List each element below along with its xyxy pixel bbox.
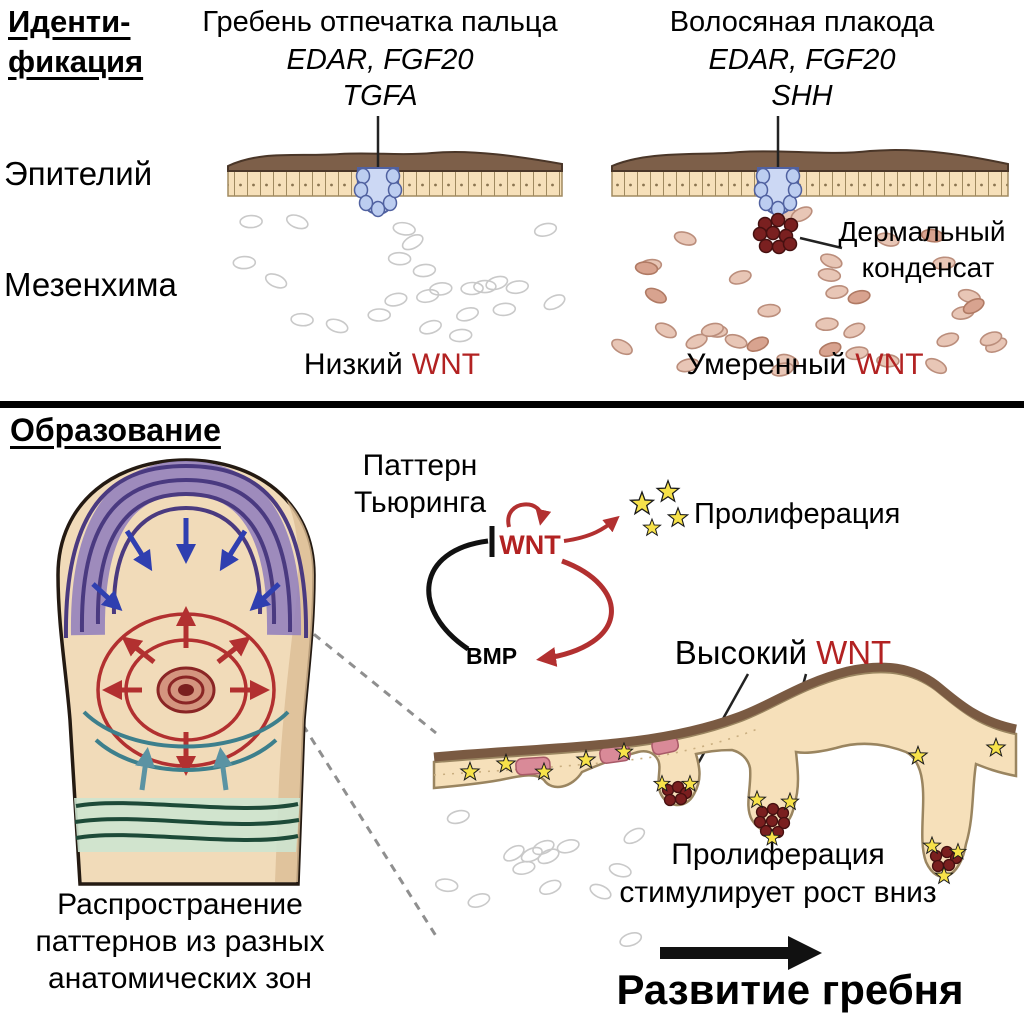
fingerprint-ridge-tissue (227, 116, 566, 343)
moderate-wnt-level-text: Умеренный (686, 348, 847, 381)
bmp-to-wnt-inhibition-arc (426, 538, 489, 652)
wnt-to-proliferation-arrow (563, 515, 620, 543)
high-wnt-level-text: Высокий (674, 634, 808, 671)
epithelium-cross-section (432, 670, 1018, 878)
mesenchyme-cells-right (611, 205, 1008, 377)
hair-placode-tissue (611, 116, 1009, 377)
turing-pattern-title-line2: Тьюринга (353, 486, 487, 519)
dermal-condensate (752, 212, 799, 255)
fingertip-illustration (56, 458, 316, 886)
proliferation-caption-line1: Пролиферация (671, 838, 885, 871)
section-title-identification-line1: Иденти- (8, 4, 131, 39)
formation-panel-drawing (56, 458, 1018, 970)
bmp-node: BMP (466, 643, 518, 669)
hair-placode-genes-line1: EDAR, FGF20 (708, 44, 896, 76)
finger-caption-line3: анатомических зон (48, 962, 312, 995)
side-teal-arcs (82, 710, 290, 772)
finger-caption-line2: паттернов из разных (35, 925, 325, 958)
identification-panel-drawing (227, 116, 1009, 377)
turing-pattern-title-line1: Паттерн (362, 449, 478, 482)
mesenchyme-label: Мезенхима (4, 266, 177, 303)
crease-lines (74, 801, 300, 842)
wnt-gene-text: WNT (855, 348, 924, 381)
section-title-formation: Образование (10, 412, 221, 448)
development-direction-arrow (660, 936, 822, 970)
dermal-condensate-label-line2: конденсат (861, 252, 995, 283)
apex-ridge-lines (63, 463, 309, 639)
periderm-layer-cross-section (433, 662, 1017, 762)
mesenchyme-cells-right-dark (634, 228, 985, 358)
placode-cells-left (353, 167, 403, 218)
whorl-outward-arrows (102, 606, 270, 776)
fingerprint-ridge-title: Гребень отпечатка пальца (202, 6, 558, 38)
fingerprint-genes-line2: TGFA (342, 80, 418, 112)
crease-upward-arrows (135, 747, 233, 791)
hair-placode-title: Волосяная плакода (669, 6, 935, 38)
wnt-node: WNT (499, 530, 561, 560)
mesenchyme-cells-left (232, 214, 566, 343)
mesenchyme-cells-bottom (434, 809, 646, 948)
periderm-layer-right (611, 149, 1009, 172)
proliferation-stars (629, 479, 689, 536)
red-cell-clusters (661, 780, 963, 873)
section-title-identification-line2: фикация (8, 44, 144, 79)
wnt-self-activation-arrow (506, 502, 552, 528)
ridge-development-caption: Развитие гребня (616, 966, 964, 1013)
low-wnt-level-text: Низкий (303, 348, 403, 381)
section-divider (0, 401, 1024, 408)
epithelium-label: Эпителий (4, 155, 153, 192)
dermal-condensate-label-line1: Дермальный (838, 216, 1006, 247)
dermal-pointer-line (799, 236, 843, 250)
proliferation-label: Пролиферация (694, 498, 901, 530)
epithelium-band-right (611, 167, 1009, 197)
periderm-layer-left (227, 150, 563, 172)
hair-placode-genes-line2: SHH (771, 80, 833, 112)
wnt-to-bmp-arrow (536, 558, 614, 667)
proliferation-caption-line2: стимулирует рост вниз (619, 876, 937, 909)
turing-loop-diagram (426, 479, 689, 667)
fingerprint-genes-line1: EDAR, FGF20 (286, 44, 474, 76)
finger-caption-line1: Распространение (57, 888, 303, 921)
wnt-gene-text: WNT (411, 348, 481, 381)
apex-inward-arrows (91, 518, 281, 612)
ridge-cross-section (432, 662, 1018, 948)
placode-cells-right (753, 167, 803, 218)
wnt-gene-text: WNT (816, 634, 892, 671)
